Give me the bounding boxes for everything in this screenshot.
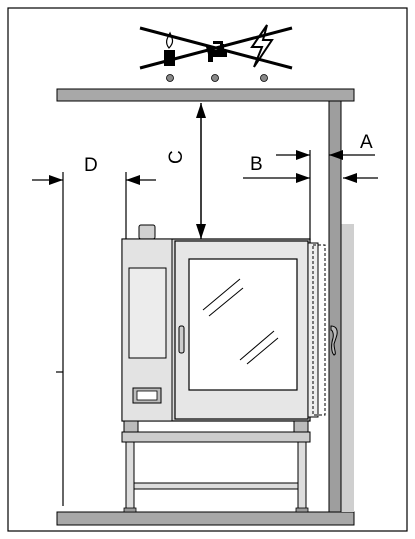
side-handle <box>330 325 338 356</box>
control-display <box>128 267 167 359</box>
ceiling-shelf <box>56 88 355 102</box>
no-gas-icon <box>164 31 175 82</box>
stand-leg-left <box>125 441 135 511</box>
door-handle <box>178 325 185 354</box>
oven-unit <box>121 224 338 422</box>
stand-top <box>121 431 311 443</box>
oven-stand <box>121 420 311 513</box>
dimension-d: D <box>32 155 156 506</box>
outer-frame <box>7 7 408 532</box>
glass-reflection <box>202 278 279 365</box>
dimension-a: A <box>276 132 375 160</box>
label-c: C <box>166 150 187 164</box>
side-wall <box>328 100 342 513</box>
label-b: B <box>250 154 263 175</box>
label-d: D <box>84 155 98 176</box>
oven-vent <box>138 224 156 240</box>
no-water-icon <box>206 41 227 82</box>
dimension-c: C <box>166 103 206 239</box>
stand-leg-right <box>297 441 307 511</box>
hinge-strip <box>307 242 319 418</box>
utility-icons-group <box>139 24 293 82</box>
label-a: A <box>360 132 373 153</box>
door-window <box>188 258 298 391</box>
side-wall-shadow <box>340 224 354 512</box>
dimension-b: B <box>243 150 378 240</box>
floor <box>56 511 355 526</box>
door-swing-outline <box>312 244 326 416</box>
no-electricity-icon <box>250 24 274 82</box>
stand-shelf <box>133 482 299 490</box>
cross-line-2 <box>139 26 293 70</box>
